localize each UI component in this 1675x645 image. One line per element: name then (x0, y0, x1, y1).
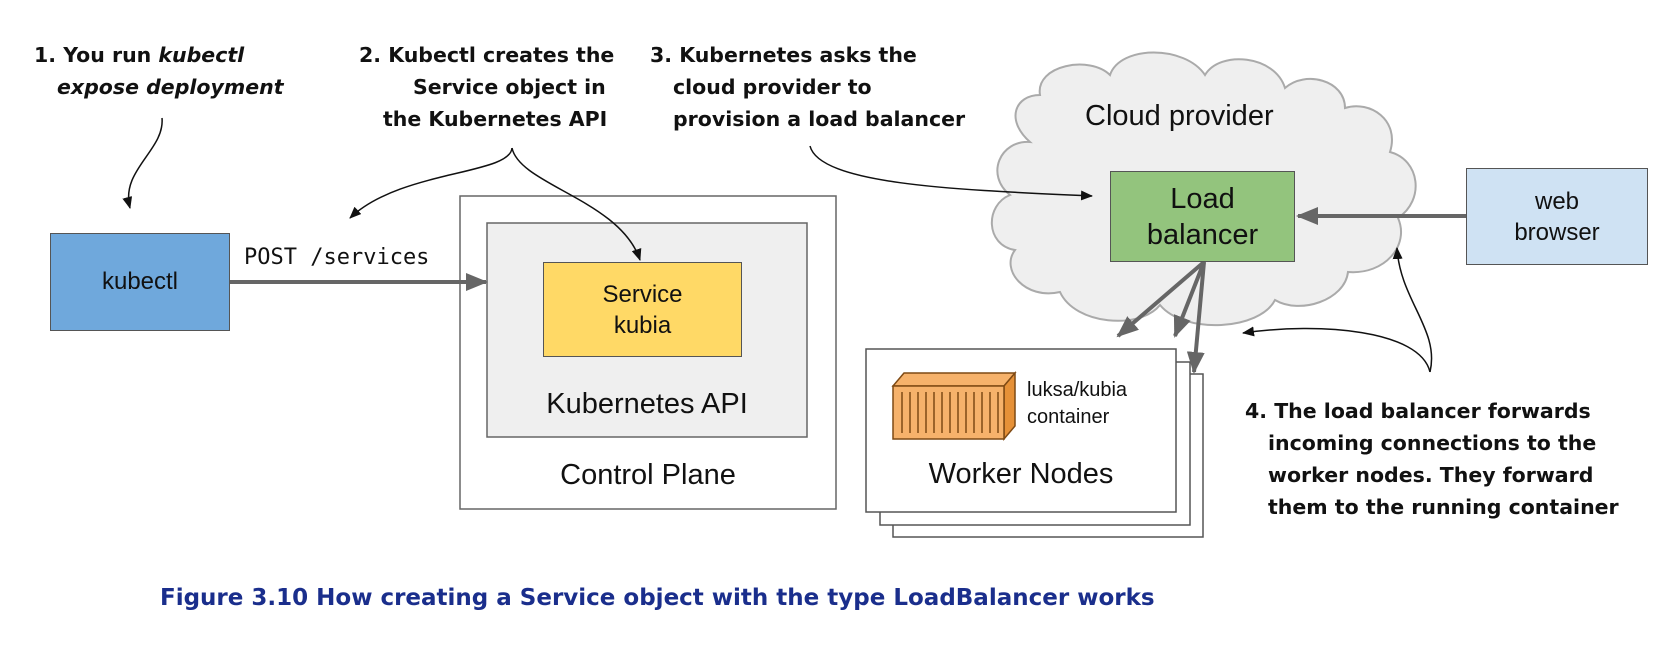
step4-callout-right (1392, 247, 1433, 373)
service-line2: kubia (613, 311, 672, 339)
load-balancer-line1: Load (1170, 182, 1235, 215)
lb-to-node-arrow-1 (1116, 260, 1206, 338)
step4-callout-left (1242, 326, 1431, 373)
web-browser-box: web browser (1466, 168, 1648, 265)
step4-line1: 4. The load balancer forwards (1245, 399, 1591, 423)
step1-line1-emph: kubectl (158, 43, 245, 67)
container-label: luksa/kubia container (1027, 377, 1127, 431)
lb-to-node-arrow-3 (1186, 261, 1206, 374)
step4-annotation: 4. The load balancer forwards incoming co… (1245, 395, 1619, 523)
control-plane-label: Control Plane (560, 459, 736, 491)
step2-callout-right (511, 147, 642, 261)
step3-annotation: 3. Kubernetes asks the cloud provider to p… (650, 39, 965, 135)
kubectl-label: kubectl (101, 268, 179, 295)
service-box: Service kubia (543, 262, 742, 357)
step3-line2: cloud provider to (673, 75, 872, 99)
step4-line3: worker nodes. They forward (1268, 463, 1594, 487)
step1-line2: expose deployment (57, 75, 284, 99)
container-label-line2: container (1027, 406, 1110, 428)
step3-callout (809, 145, 1093, 201)
step4-line4: them to the running container (1268, 495, 1619, 519)
step2-line2: Service object in (413, 75, 606, 99)
service-line1: Service (602, 280, 683, 308)
step2-line3: the Kubernetes API (383, 107, 608, 131)
request-label: POST /services (244, 245, 430, 270)
kubectl-box: kubectl (50, 233, 230, 331)
figure-caption: Figure 3.10 How creating a Service objec… (160, 585, 1155, 611)
step2-line1: 2. Kubectl creates the (359, 43, 615, 67)
step4-line2: incoming connections to the (1268, 431, 1597, 455)
kubernetes-api-label: Kubernetes API (546, 388, 748, 420)
web-browser-line2: browser (1514, 218, 1600, 246)
worker-nodes-label: Worker Nodes (928, 458, 1114, 490)
step1-annotation: 1. You run kubectl expose deployment (34, 39, 284, 103)
load-balancer-box: Load balancer (1110, 171, 1295, 262)
container-icon (891, 370, 1017, 442)
step2-callout-left (349, 147, 513, 219)
step1-callout (122, 117, 163, 209)
step3-line3: provision a load balancer (673, 107, 966, 131)
container-label-line1: luksa/kubia (1027, 379, 1128, 401)
step3-line1: 3. Kubernetes asks the (650, 43, 917, 67)
web-browser-line1: web (1534, 187, 1580, 215)
load-balancer-line2: balancer (1146, 218, 1259, 251)
lb-to-node-arrow-2 (1173, 261, 1206, 338)
cloud-provider-label: Cloud provider (1085, 100, 1274, 132)
step1-line1-prefix: 1. You run (34, 43, 159, 67)
